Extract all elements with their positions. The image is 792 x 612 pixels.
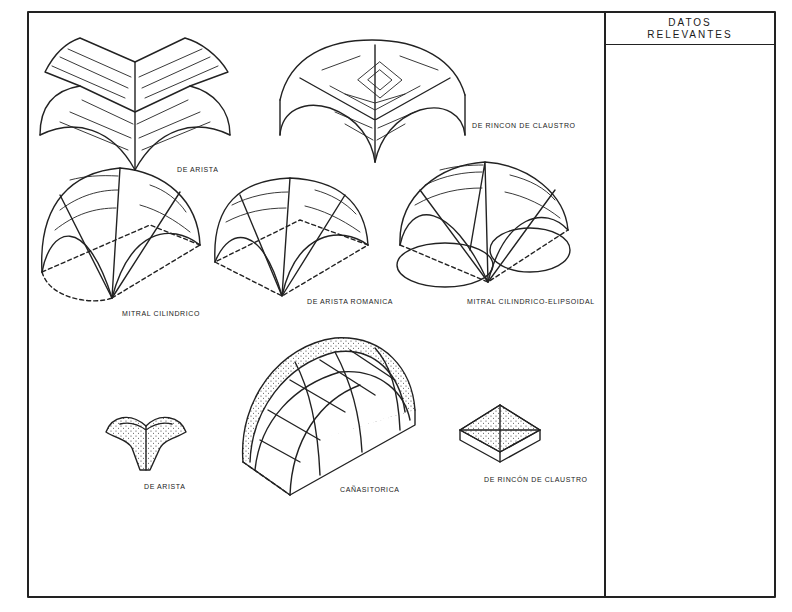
vault-caption: CAÑASITORICA: [338, 486, 402, 494]
vault-caption: MITRAL CILINDRICO: [120, 310, 202, 318]
vault-caption: DE RINCÓN DE CLAUSTRO: [482, 476, 590, 484]
header-text: DATOS RELEVANTES: [635, 17, 745, 40]
vault-caption: DE ARISTA: [175, 166, 220, 174]
vault-caption: DE RINCON DE CLAUSTRO: [470, 122, 578, 130]
vault-caption: DE ARISTA: [142, 483, 187, 491]
vault-caption: DE ARISTA ROMANICA: [305, 298, 395, 306]
vault-caption: MITRAL CILINDRICO-ELIPSOIDAL: [465, 298, 597, 306]
header-box: DATOS RELEVANTES: [605, 12, 775, 45]
